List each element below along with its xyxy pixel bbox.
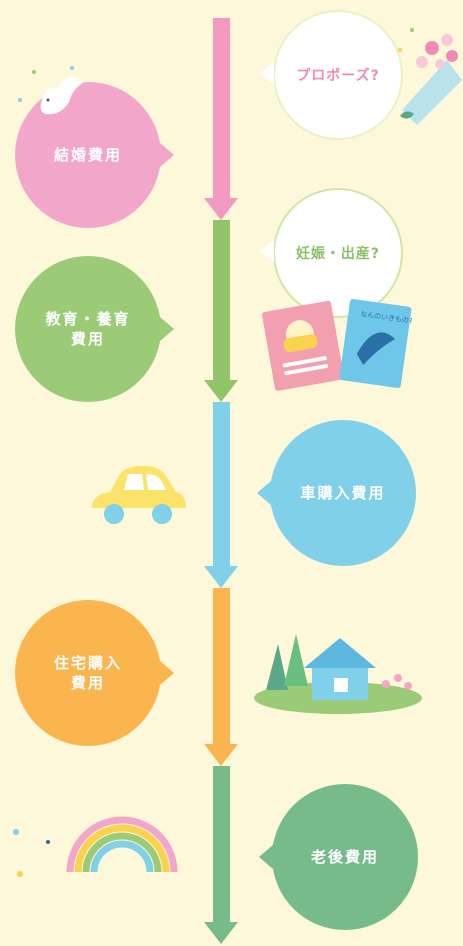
stage-bubble-car: 車購入費用 <box>270 420 416 566</box>
baby-book-icon: なんのいきもの? <box>262 298 412 391</box>
stage-label-house: 住宅購入費用 <box>53 654 122 692</box>
timeline-segment-1 <box>213 18 230 200</box>
stage-bubble-house: 住宅購入費用 <box>15 600 161 746</box>
car-icon <box>92 466 186 524</box>
timeline-segment-4 <box>213 588 230 746</box>
bubble-pointer-car <box>257 481 271 505</box>
timeline-arrowhead-1 <box>204 198 238 220</box>
stage-label-retirement: 老後費用 <box>310 848 379 866</box>
stage-label-marriage: 結婚費用 <box>53 146 122 164</box>
bubble-pointer-education <box>160 317 174 341</box>
stage-bubble-education: 教育・養育費用 <box>15 256 161 402</box>
timeline-arrowhead-4 <box>204 744 238 766</box>
timeline-segment-5 <box>213 766 230 926</box>
timeline-arrowhead-2 <box>204 380 238 402</box>
bubble-pointer-retirement <box>259 845 273 869</box>
stage-label-car: 車購入費用 <box>300 484 386 502</box>
bubble-pointer-house <box>160 661 174 685</box>
speech-pointer-pregnancy <box>260 240 274 262</box>
bubble-pointer-marriage <box>160 143 174 167</box>
timeline-arrowhead-3 <box>204 566 238 588</box>
timeline-segment-3 <box>213 402 230 568</box>
bouquet-icon <box>398 28 462 125</box>
stage-bubble-retirement: 老後費用 <box>272 784 418 930</box>
speech-text-proposal: プロポーズ? <box>296 68 380 84</box>
house-icon <box>254 634 422 714</box>
stage-label-education: 教育・養育費用 <box>45 310 131 348</box>
speech-text-pregnancy: 妊娠・出産? <box>295 246 381 262</box>
speech-pointer-proposal <box>260 62 274 84</box>
speech-bubble-pregnancy: 妊娠・出産? <box>273 188 403 318</box>
timeline-segment-2 <box>213 220 230 382</box>
speech-bubble-proposal: プロポーズ? <box>273 10 403 140</box>
stage-bubble-marriage: 結婚費用 <box>15 82 161 228</box>
dove-icon <box>18 66 84 115</box>
rainbow-icon <box>13 816 178 877</box>
timeline-arrowhead-5 <box>204 922 238 944</box>
